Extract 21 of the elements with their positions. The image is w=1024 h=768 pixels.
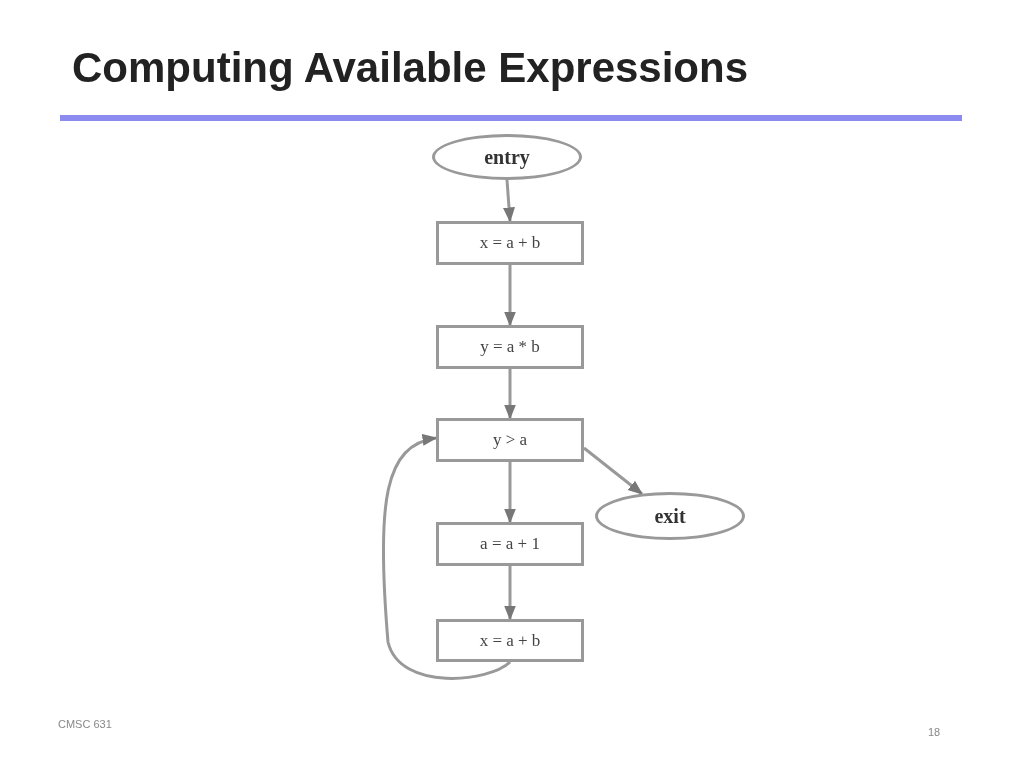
slide-title: Computing Available Expressions [72, 44, 749, 92]
page-number: 18 [928, 726, 941, 738]
arrow [503, 179, 515, 223]
footer-text: CMSC 631 [58, 718, 112, 730]
arrow [504, 265, 516, 327]
node-text: exit [654, 504, 686, 528]
statement-box [436, 418, 584, 462]
node-text: x = a + b [479, 630, 541, 651]
statement-box [436, 522, 584, 566]
arrow [504, 462, 516, 524]
node-text: entry [484, 145, 530, 169]
arrow [504, 566, 516, 621]
statement-box [436, 325, 584, 369]
node-text: a = a + 1 [480, 534, 540, 554]
node-text: y > a [492, 430, 528, 450]
arrow [381, 435, 511, 680]
statement-box [436, 221, 584, 265]
node-text: y = a * b [480, 337, 540, 357]
arrow [504, 369, 516, 420]
node-text: x = a + b [479, 233, 541, 253]
statement-box [436, 619, 584, 662]
